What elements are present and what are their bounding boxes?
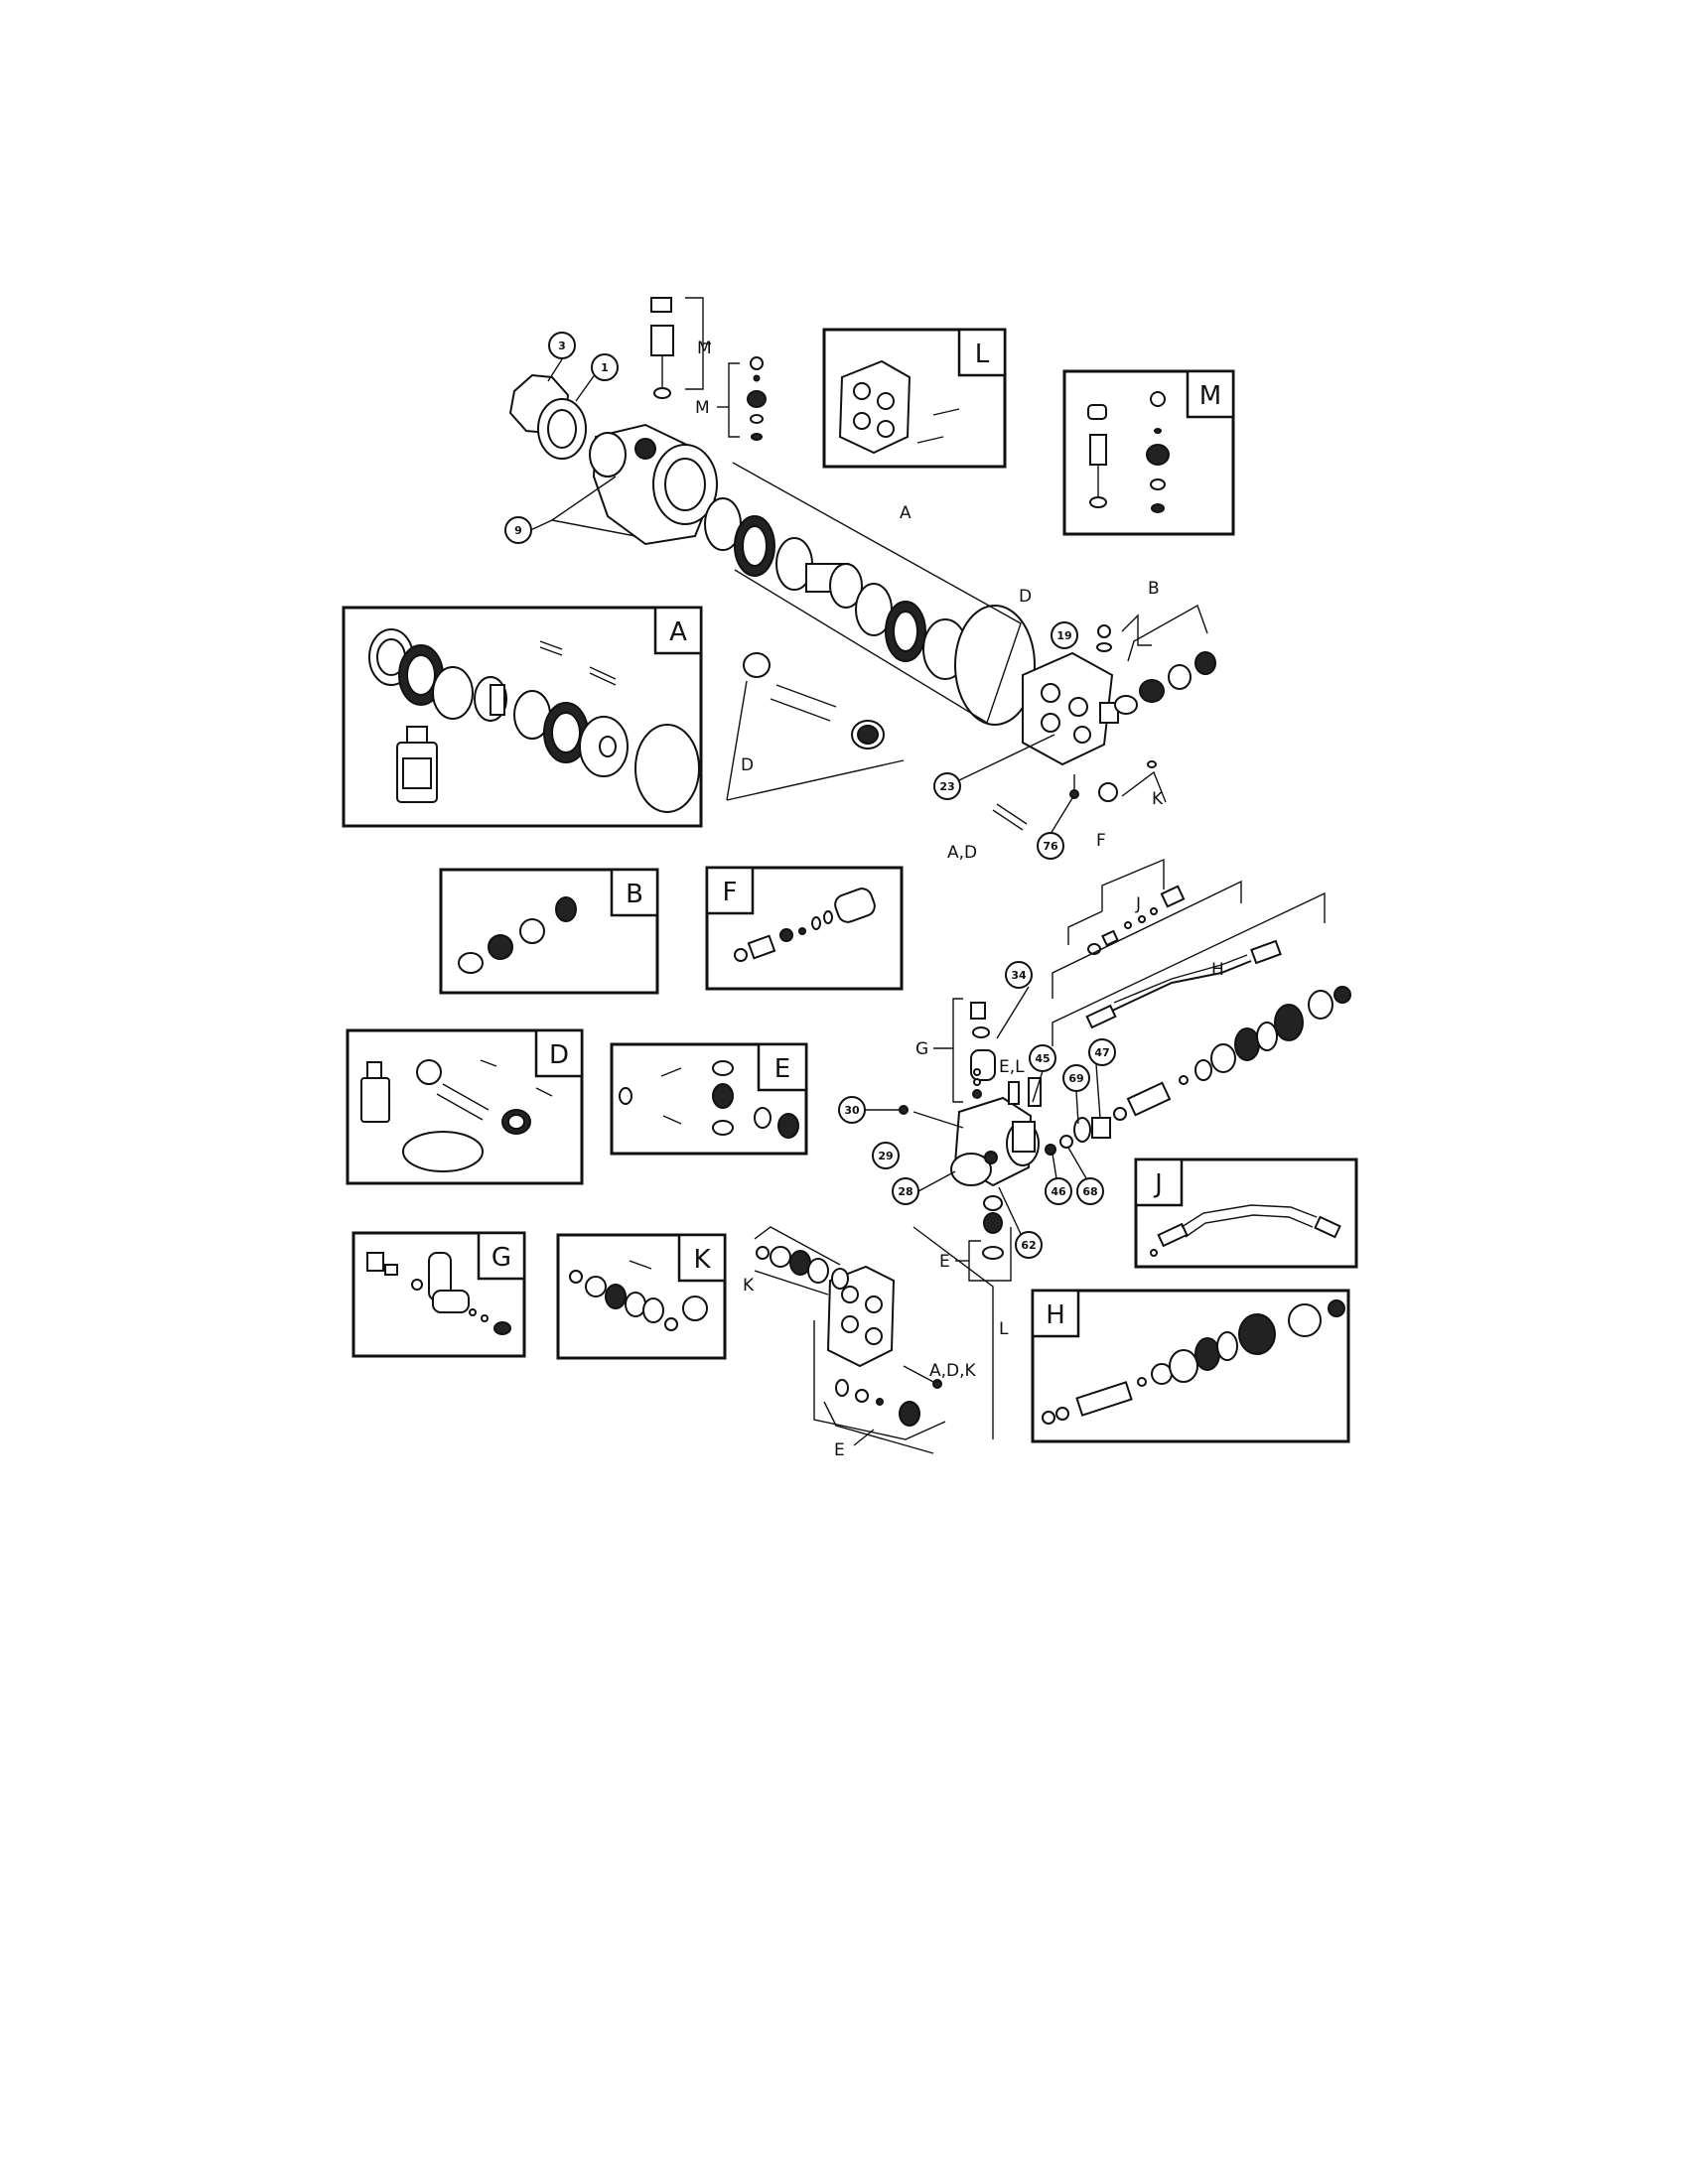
part-plunger-d [743,652,885,750]
callout-46-label: 46 [1051,1185,1066,1198]
part-elbow-g [970,1049,996,1081]
callout-76-label: 76 [1043,840,1058,853]
callout-76: 76 [1037,832,1064,860]
part-manifold-head [1022,651,1119,766]
callout-29: 29 [872,1142,900,1169]
kit-f-label: F [723,878,738,907]
label-d-lower: D [741,755,754,775]
part-seal-stack-k [756,1246,849,1290]
callout-30: 30 [838,1096,866,1124]
kit-box-b: B [439,868,659,995]
kit-d-label: D [549,1040,569,1070]
part-plug-g [970,1002,986,1020]
part-hose-j [1107,960,1252,1014]
label-e-upper: E [939,1252,950,1272]
callout-46: 46 [1045,1177,1072,1205]
callout-28-label: 28 [898,1185,912,1198]
callout-45: 45 [1029,1044,1056,1072]
callout-23-label: 23 [939,780,954,793]
kit-a-label: A [669,617,687,647]
callout-34-label: 34 [1011,969,1027,982]
callouts: 3 1 9 19 23 76 34 45 47 69 30 29 46 68 2… [504,332,1116,1259]
callout-9-label: 9 [514,524,522,537]
label-m-top: M [697,339,712,358]
callout-29-label: 29 [878,1150,893,1162]
label-a-d-k: A,D,K [929,1361,977,1381]
part-valve-stack-b [1114,651,1216,715]
kit-h-label: H [1046,1300,1065,1330]
callout-19: 19 [1051,621,1078,649]
label-h-main: H [1211,960,1224,980]
callout-34: 34 [1005,961,1033,989]
label-m-stack: M [695,398,710,418]
part-dipstick-cap [650,297,672,313]
callout-28: 28 [892,1177,919,1205]
callout-47: 47 [1088,1038,1116,1066]
callout-19-label: 19 [1056,629,1071,642]
kit-g-label: G [491,1243,511,1273]
callout-69: 69 [1062,1064,1090,1092]
callout-3-label: 3 [558,340,566,352]
callout-30-label: 30 [844,1104,860,1117]
kit-box-f: F [705,866,904,991]
unloader-assembly [754,858,1351,1454]
callout-9: 9 [504,516,532,544]
kit-box-d: D [346,1028,584,1185]
label-k-lower: K [743,1276,755,1296]
kit-e-label: E [774,1054,790,1084]
callout-68: 68 [1076,1177,1104,1205]
part-piston-stack-h [1113,986,1351,1121]
kit-b-label: B [626,880,643,909]
callout-62: 62 [1015,1231,1043,1259]
callout-1-label: 1 [601,361,609,374]
label-e-lower: E [834,1440,845,1460]
label-f-main: F [1096,831,1106,851]
kit-box-e: E [610,1042,808,1156]
label-d-upper: D [1019,587,1032,607]
label-g-main: G [915,1039,928,1059]
label-e-l: E,L [999,1057,1025,1077]
part-vent-plug-stack [747,356,767,441]
label-b-main: B [1148,579,1160,599]
kit-j-label: J [1153,1169,1163,1199]
kit-box-k: K [556,1233,727,1360]
kit-box-h: H [1031,1289,1350,1443]
label-j-main: J [1135,894,1141,914]
kit-m-label: M [1199,381,1221,411]
callout-1: 1 [591,353,619,381]
kit-box-j: J [1134,1158,1358,1269]
kit-l-label: L [975,340,990,369]
assembly-labels: M M A D D B K A,D F J H G E,L E K L A,D,… [695,339,1224,1460]
label-k-upper: K [1152,789,1164,809]
callout-3: 3 [548,332,576,359]
callout-62-label: 62 [1021,1239,1036,1252]
label-a-main: A [900,503,912,523]
callout-68-label: 68 [1082,1185,1097,1198]
callout-23: 23 [933,772,961,800]
part-seal-stack-a [704,497,1036,726]
kit-box-m: M [1062,369,1235,536]
kit-k-label: K [693,1245,711,1275]
callout-47-label: 47 [1094,1046,1109,1059]
kit-box-l: L [822,328,1007,469]
crankcase-assembly [508,297,1216,835]
label-l-lower: L [999,1319,1009,1339]
callout-45-label: 45 [1035,1052,1050,1065]
kit-box-a: A [342,606,703,828]
callout-69-label: 69 [1068,1072,1083,1085]
kit-box-g: G [351,1231,526,1358]
label-a-d: A,D [947,843,977,863]
part-valve-line-f [1087,885,1186,955]
